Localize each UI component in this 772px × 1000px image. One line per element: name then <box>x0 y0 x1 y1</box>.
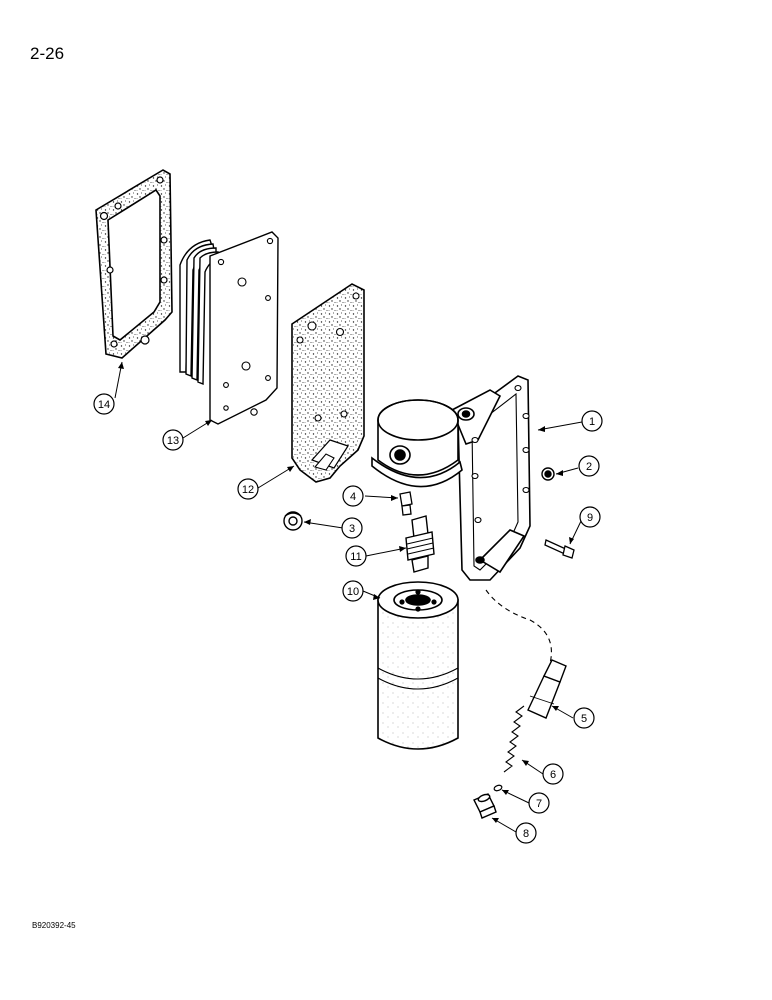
leader-1 <box>537 421 583 431</box>
part-7-washer <box>493 784 503 792</box>
callout-13: 13 <box>162 429 184 451</box>
assembly-path-dashed <box>485 589 552 671</box>
figure-code: B920392-45 <box>32 921 76 930</box>
part-13-oil-cooler <box>179 231 279 425</box>
callout-8-label: 8 <box>523 828 529 840</box>
part-11-adapter <box>405 515 435 573</box>
callout-9-label: 9 <box>587 512 593 524</box>
callout-6: 6 <box>542 763 564 785</box>
callout-9: 9 <box>579 506 601 528</box>
callout-7: 7 <box>528 792 550 814</box>
callout-1-label: 1 <box>589 416 595 428</box>
callout-14-label: 14 <box>98 399 110 411</box>
callout-6-label: 6 <box>550 769 556 781</box>
part-4-fitting <box>399 491 413 516</box>
callout-4-label: 4 <box>350 491 356 503</box>
part-6-spring <box>503 705 525 773</box>
part-14-gasket <box>95 169 173 359</box>
callout-arrowheads <box>118 362 574 823</box>
callout-12: 12 <box>237 478 259 500</box>
callout-5-label: 5 <box>581 713 587 725</box>
callout-12-label: 12 <box>242 484 254 496</box>
leader-3 <box>303 521 344 529</box>
part-5-relief-valve <box>527 659 567 719</box>
callout-14: 14 <box>93 393 115 415</box>
callout-10-label: 10 <box>347 586 359 598</box>
callout-2-label: 2 <box>586 461 592 473</box>
callout-13-label: 13 <box>167 435 179 447</box>
callout-11-label: 11 <box>350 551 361 563</box>
callout-5: 5 <box>573 707 595 729</box>
callout-4: 4 <box>342 485 364 507</box>
part-8-plug <box>473 793 497 819</box>
part-10-oil-filter <box>377 581 459 750</box>
callout-3: 3 <box>341 517 363 539</box>
part-3-plug <box>283 511 303 531</box>
leader-12 <box>257 465 295 489</box>
callout-10: 10 <box>342 580 364 602</box>
callout-7-label: 7 <box>536 798 542 810</box>
part-1-filter-head <box>371 375 531 581</box>
part-9-bolt <box>544 539 575 559</box>
callout-3-label: 3 <box>349 523 355 535</box>
callout-2: 2 <box>578 455 600 477</box>
leader-11 <box>365 547 407 557</box>
page-number: 2-26 <box>30 44 65 63</box>
callout-1: 1 <box>581 410 603 432</box>
part-2-plug <box>541 467 555 481</box>
part-12-gasket <box>291 283 365 483</box>
callout-11: 11 <box>345 545 367 567</box>
callout-8: 8 <box>515 822 537 844</box>
